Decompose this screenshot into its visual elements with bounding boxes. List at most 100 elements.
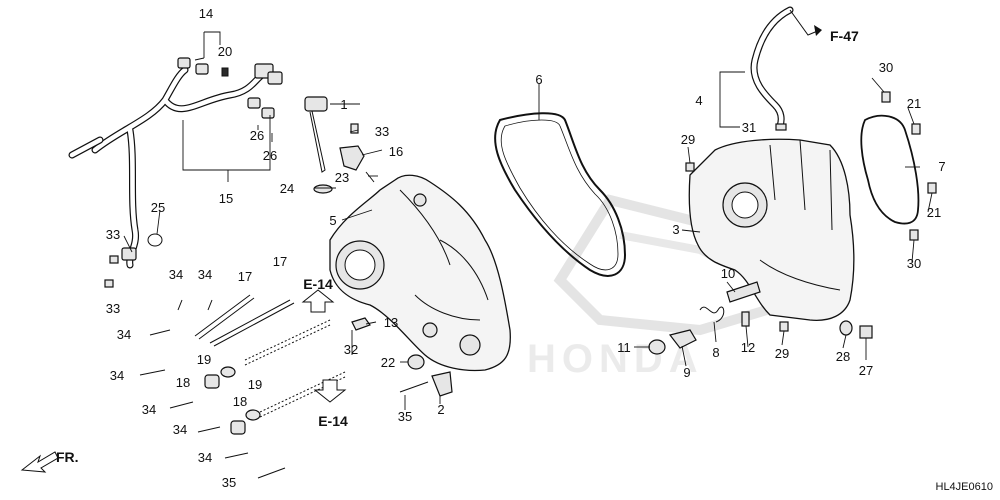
label-33-a: 33 [106,227,120,242]
label-34-a: 34 [169,267,183,282]
label-34-b: 34 [198,267,212,282]
label-34-f: 34 [173,422,187,437]
bolt-33-b [104,279,114,288]
washer-22 [407,354,425,370]
diagram-code: HL4JE0610 [936,481,994,493]
label-26-a: 26 [250,128,264,143]
label-15: 15 [219,191,233,206]
label-35-b: 35 [398,409,412,424]
breather-hose-4 [750,6,794,130]
rear-case-cover-5 [329,174,511,372]
label-26-b: 26 [263,148,277,163]
front-arrow [20,451,59,473]
label-13: 13 [384,315,398,330]
label-22: 22 [381,355,395,370]
bolt-29-lower [779,321,789,332]
rear-case-3 [688,138,855,321]
arm-9 [668,329,697,349]
connector-20 [221,67,229,77]
ref-arrow-e14-down [313,379,347,403]
bracket-2 [431,371,453,397]
washer-19-b [245,409,261,421]
label-8: 8 [712,345,719,360]
label-20: 20 [218,44,232,59]
dipstick-1 [304,96,328,173]
clamp-25 [147,233,163,247]
label-33-c: 33 [375,124,389,139]
watermark-text: HONDA [527,337,704,381]
label-21-a: 21 [907,96,921,111]
leader-lines [123,31,933,410]
label-34-d: 34 [110,368,124,383]
ref-label-f47: F-47 [830,28,859,44]
honda-watermark: HONDA [527,194,808,381]
label-11: 11 [617,340,631,355]
label-34-c: 34 [117,327,131,342]
dowel-30-upper [881,91,891,103]
washer-28 [839,320,853,336]
label-33-b: 33 [106,301,120,316]
dowel-21-lower [927,182,937,194]
label-27: 27 [859,363,873,378]
label-3: 3 [672,222,679,237]
part-labels: 14 20 26 26 15 25 33 33 34 34 34 34 34 3… [106,6,946,490]
label-10: 10 [721,266,735,281]
label-28: 28 [836,349,850,364]
label-5: 5 [329,213,336,228]
clip-31 [775,123,787,131]
ref-label-e14-up: E-14 [303,276,333,292]
label-31: 31 [742,120,756,135]
label-16: 16 [389,144,403,159]
nut-18-a [204,374,220,389]
label-2: 2 [437,402,444,417]
label-24: 24 [280,181,294,196]
pin-12 [741,311,750,327]
label-19-a: 19 [197,352,211,367]
label-7: 7 [938,159,945,174]
bolt-23 [365,171,375,183]
label-6: 6 [535,72,542,87]
dowel-30-lower [909,229,919,241]
label-19-b: 19 [248,377,262,392]
bolt-13 [351,317,371,331]
o-ring-24 [313,184,333,194]
bolt-29-upper [685,162,695,172]
label-17-a: 17 [238,269,252,284]
bolt-35-mid [399,381,429,393]
label-12: 12 [741,340,755,355]
label-29-a: 29 [681,132,695,147]
bolt-33-upper [350,123,359,134]
label-18-a: 18 [176,375,190,390]
label-9: 9 [683,365,690,380]
label-34-e: 34 [142,402,156,417]
label-32: 32 [344,342,358,357]
label-30-b: 30 [907,256,921,271]
ref-arrow-f47 [789,9,822,36]
label-21-b: 21 [927,205,941,220]
ref-arrow-e14-up [301,289,335,313]
sensor-16 [339,145,365,171]
label-25: 25 [151,200,165,215]
bolt-33-a [109,255,119,264]
washer-19-a [220,366,236,378]
front-label: FR. [56,449,79,465]
label-23: 23 [335,170,349,185]
label-1: 1 [340,97,347,112]
label-14: 14 [199,6,213,21]
label-35-a: 35 [222,475,236,490]
spring-8 [699,306,725,323]
ref-label-e14-down: E-14 [318,413,348,429]
stud-17-b [209,299,295,347]
drain-bolt-27 [859,325,873,339]
wire-harness [68,57,283,269]
label-4: 4 [695,93,702,108]
shaft-10 [726,281,761,303]
dowel-21-upper [911,123,921,135]
label-30-a: 30 [879,60,893,75]
label-18-b: 18 [233,394,247,409]
gasket-7 [860,114,920,225]
washer-11 [648,339,666,355]
stud-32 [244,319,331,366]
label-17-b: 17 [273,254,287,269]
